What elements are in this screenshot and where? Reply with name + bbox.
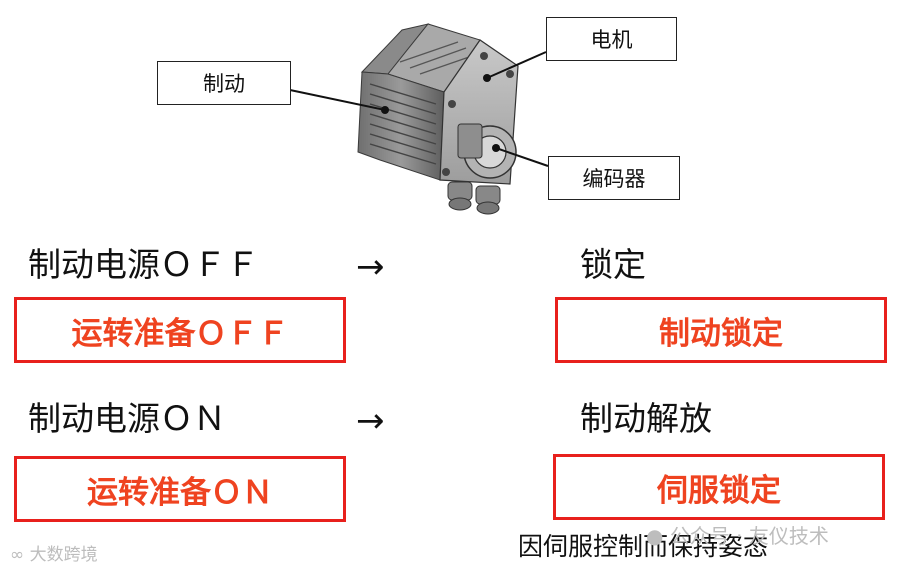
watermark-left-text: 大数跨境 [29,545,98,565]
row1-right-text: 锁定 [580,245,646,284]
leader-encoder-dot [492,144,500,152]
row2-right-text: 制动解放 [580,399,712,438]
watermark-left-icon: ∞ [10,545,25,565]
row1-arrow: → [356,247,385,287]
footer-caption: 因伺服控制而保持姿态 [518,532,769,561]
watermark-right-icon: ● [646,524,664,548]
row2-left-text: 制动电源ＯＮ [28,399,226,438]
row2-arrow: → [356,401,385,441]
leader-motor-dot [483,74,491,82]
row2-left-box: 运转准备ＯＮ [14,456,346,522]
row1-left-box: 运转准备ＯＦＦ [14,297,346,363]
leader-encoder [495,147,549,167]
callout-brake: 制动 [157,61,291,105]
callout-motor: 电机 [546,17,677,61]
watermark-right: ● 公众号 · 友仪技术 [646,520,829,549]
row1-left-text: 制动电源ＯＦＦ [28,245,259,284]
leader-lines [289,51,549,167]
watermark-right-text: 公众号 · 友仪技术 [669,524,829,548]
row1-right-box: 制动锁定 [555,297,887,363]
leader-brake-dot [381,106,389,114]
leader-motor [486,51,547,79]
watermark-left: ∞ 大数跨境 [10,540,98,565]
callout-encoder: 编码器 [548,156,680,200]
row2-right-box: 伺服锁定 [553,454,885,520]
leader-brake [289,89,386,111]
